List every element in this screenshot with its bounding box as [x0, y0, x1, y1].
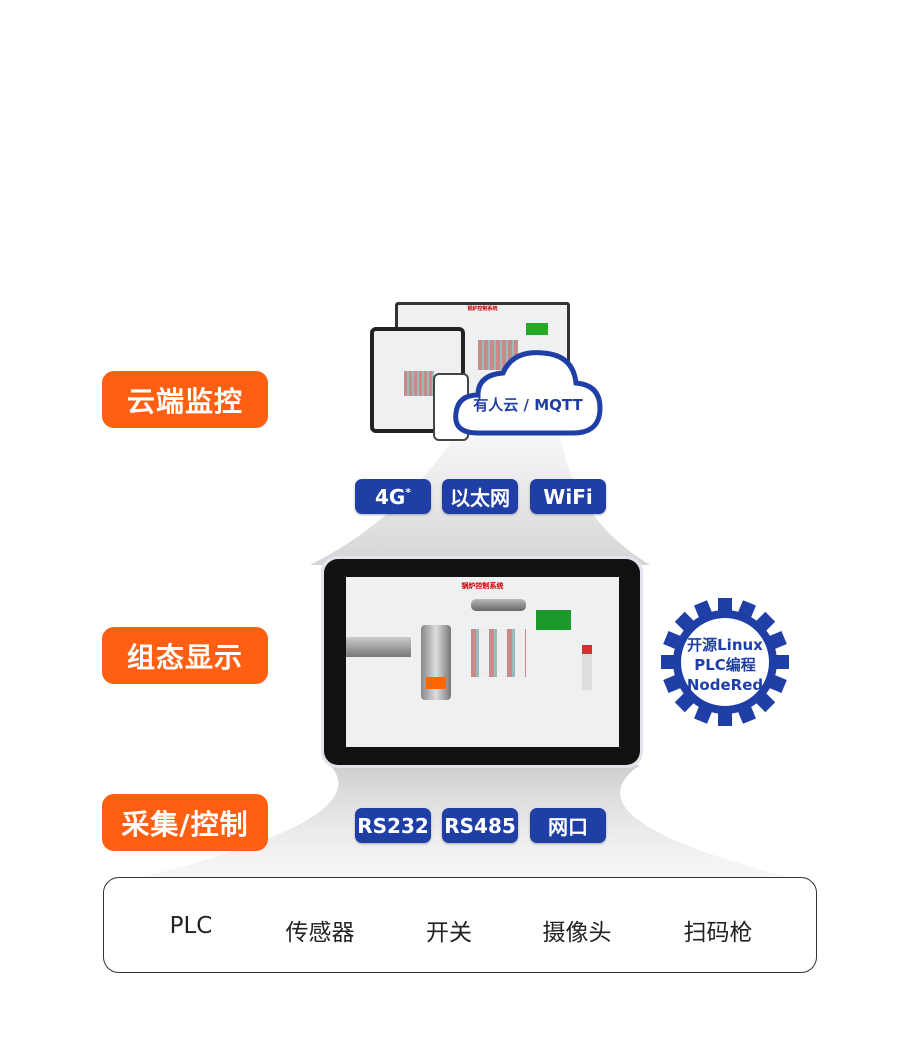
badge-rs232: RS232 [355, 808, 431, 843]
gear-line-nodered: NodeRed [686, 676, 764, 694]
tier-label-hmi-display: 组态显示 [102, 627, 268, 684]
gear-tooth [663, 631, 684, 651]
feed-pipe [346, 637, 411, 657]
gear-tooth [766, 631, 787, 651]
hmi-bezel: 锅炉控制系统 [324, 559, 640, 765]
gear-tooth [674, 611, 697, 634]
gear-line-linux: 开源Linux [687, 636, 763, 654]
gear-tooth [736, 703, 756, 724]
gear-tooth [694, 703, 714, 724]
gear-tooth [753, 690, 776, 713]
gear-tooth [663, 673, 684, 693]
gear-tooth [736, 600, 756, 621]
badge-4g: 4G* [355, 479, 431, 514]
drum-graphic [471, 599, 526, 611]
gear-tooth [773, 655, 789, 669]
badge-rs485: RS485 [442, 808, 518, 843]
flame-graphic [426, 677, 446, 689]
badge-ethernet: 以太网 [442, 479, 518, 514]
field-device-switch: 开关 [426, 920, 472, 946]
tier-label-cloud-monitoring: 云端监控 [102, 371, 268, 428]
field-device-sensor: 传感器 [285, 920, 355, 946]
cloud-icon [453, 350, 603, 436]
gear-tooth [694, 600, 714, 621]
cloud-platform-label: 有人云 / MQTT [473, 396, 583, 414]
gear-tooth [718, 598, 732, 614]
chimney-graphic [582, 645, 592, 690]
process-diagram [404, 371, 434, 396]
gear-tooth [674, 690, 697, 713]
gear-tooth [718, 710, 732, 726]
filter-bank [471, 629, 526, 677]
field-devices-panel [103, 877, 817, 973]
badge-wifi: WiFi [530, 479, 606, 514]
hmi-device: 锅炉控制系统 [321, 556, 643, 768]
gear-badge-text: 开源Linux PLC编程 NodeRed [665, 635, 785, 695]
field-device-camera: 摄像头 [542, 920, 612, 946]
badge-4g-footnote: * [405, 486, 412, 499]
hmi-screen: 锅炉控制系统 [346, 577, 619, 747]
gear-icon [661, 598, 789, 726]
gear-line-plc: PLC编程 [694, 656, 756, 674]
field-device-plc: PLC [169, 913, 213, 939]
badge-ethernet-port: 网口 [530, 808, 606, 843]
field-device-scanner: 扫码枪 [683, 920, 753, 946]
badge-4g-label: 4G [374, 484, 406, 509]
tier-label-acquisition-control: 采集/控制 [102, 794, 268, 851]
motor-graphic [536, 610, 571, 630]
gear-tooth [661, 655, 677, 669]
hmi-screen-title: 锅炉控制系统 [461, 582, 504, 590]
monitor-screen-title: 锅炉控制系统 [467, 306, 498, 312]
motor-graphic [526, 323, 548, 335]
gear-tooth [766, 673, 787, 693]
gear-tooth [753, 611, 776, 634]
